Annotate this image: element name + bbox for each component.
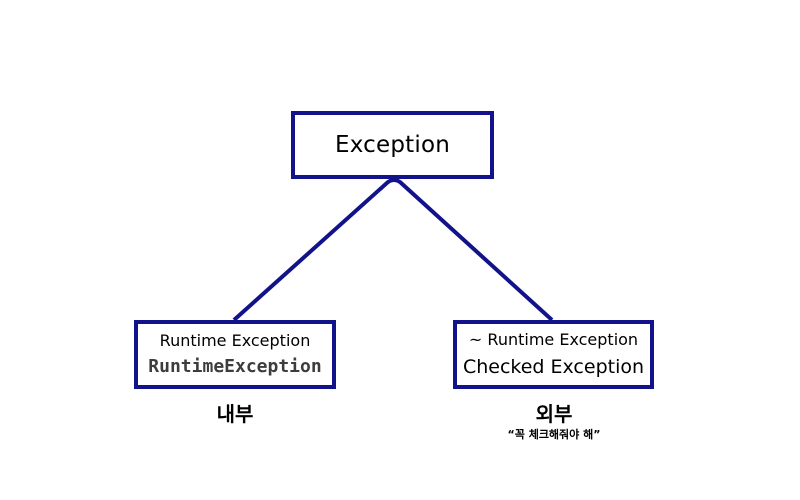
- must-check-note: “꼭 체크해줘야 해”: [507, 428, 601, 441]
- internal-caption: 내부: [216, 402, 254, 426]
- runtime-exception-label: Runtime Exception: [159, 330, 311, 350]
- external-caption: 외부: [535, 402, 573, 426]
- runtime-exception-node: Runtime Exception RuntimeException: [134, 320, 336, 389]
- not-runtime-exception-label: ~ Runtime Exception: [468, 330, 639, 349]
- exception-root-node: Exception: [291, 111, 494, 179]
- runtime-exception-code: RuntimeException: [148, 355, 322, 377]
- connector-root-to-left: [232, 178, 554, 322]
- checked-exception-label: Checked Exception: [462, 356, 645, 378]
- checked-exception-node: ~ Runtime Exception Checked Exception: [453, 320, 654, 389]
- root-node-label: Exception: [335, 132, 450, 158]
